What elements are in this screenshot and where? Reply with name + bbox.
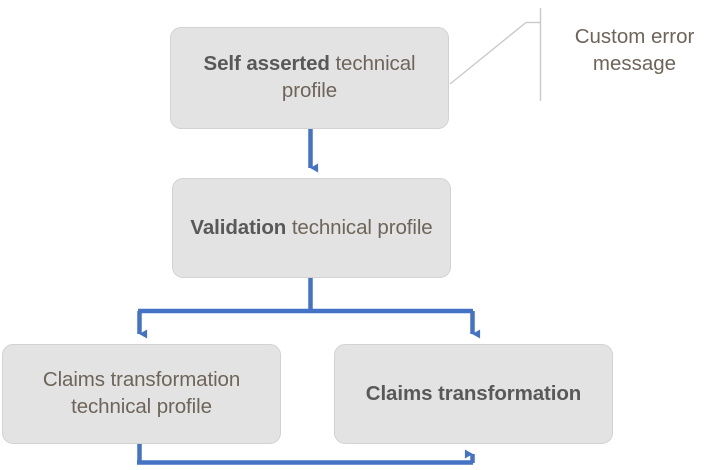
node-claims-transformation[interactable]: Claims transformation [334,344,613,444]
node-label: Self asserted technical profile [185,51,434,104]
node-claims-transformation-technical-profile[interactable]: Claims transformation technical profile [2,344,281,444]
callout-custom-error-message: Custom error message [574,25,695,76]
callout-leader-line [449,8,542,101]
node-validation-technical-profile[interactable]: Validation technical profile [172,178,451,278]
node-label: Claims transformation technical profile [42,368,241,418]
node-self-asserted-technical-profile[interactable]: Self asserted technical profile [170,27,449,129]
node-label-strong: Validation [190,215,287,239]
connector-claims-loop [137,444,475,465]
connector-validation-fork [137,278,481,339]
node-label-rest: technical profile [286,215,433,239]
node-label-strong: Self asserted [203,52,330,76]
node-label: Validation technical profile [187,215,436,242]
node-label: Claims transformation [365,381,582,405]
node-label-rest: technical profile [281,52,416,102]
